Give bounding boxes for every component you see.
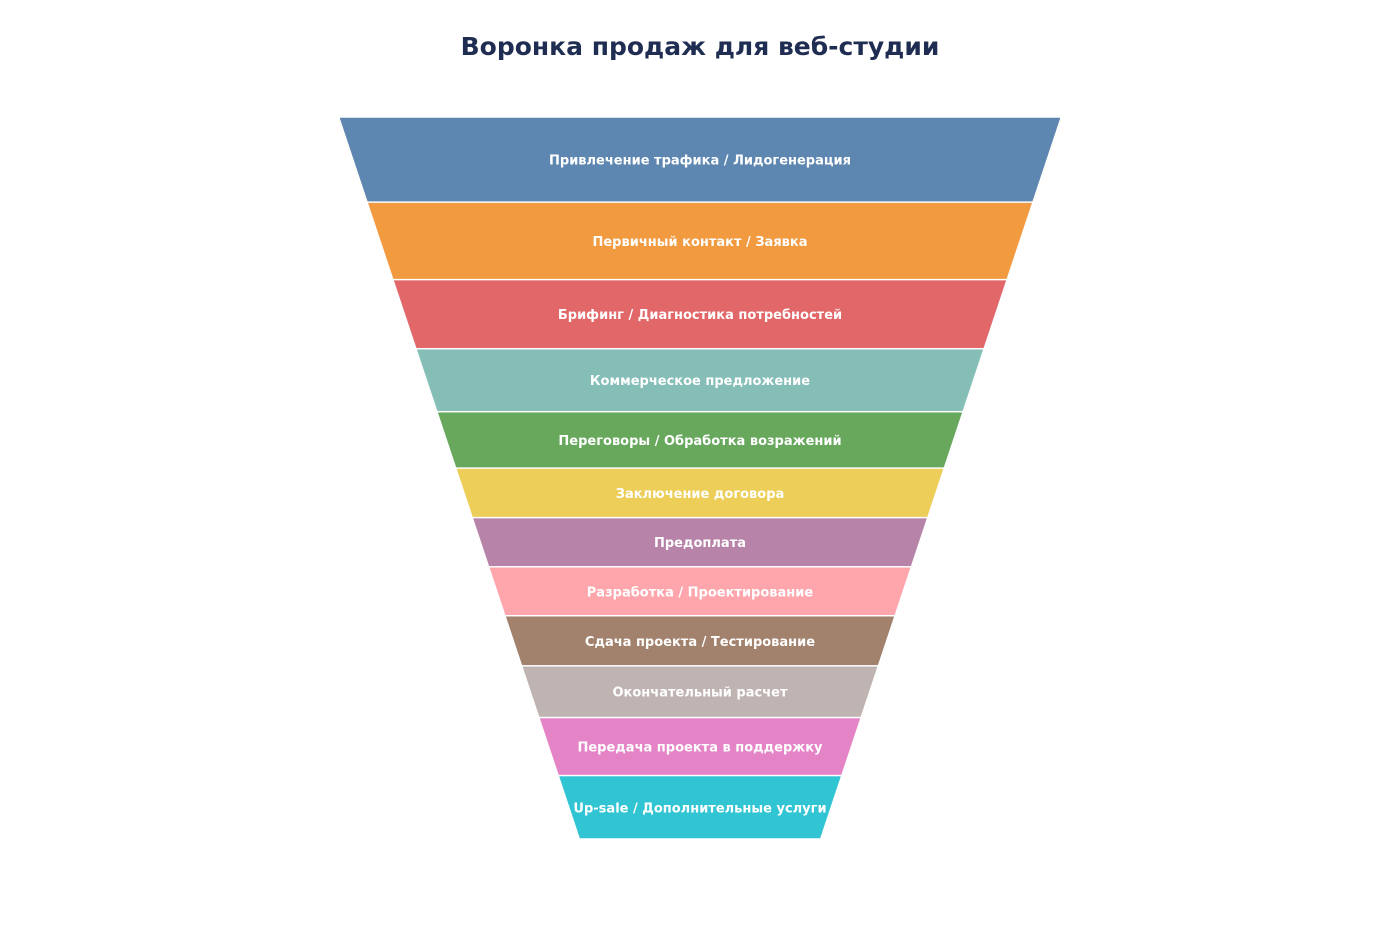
funnel-segment-label: Сдача проекта / Тестирование: [585, 635, 815, 650]
funnel-segment: [393, 280, 1007, 348]
funnel-segment: [489, 567, 911, 615]
funnel-segment-label: Брифинг / Диагностика потребностей: [558, 308, 842, 323]
funnel-segment-label: Коммерческое предложение: [590, 374, 810, 389]
funnel-segment: [539, 718, 861, 775]
funnel-segment: [368, 202, 1032, 279]
funnel-segment-label: Переговоры / Обработка возражений: [558, 434, 841, 449]
funnel-segment: [456, 468, 944, 517]
funnel-segment-label: Предоплата: [654, 536, 746, 551]
funnel-segment: [416, 349, 984, 411]
funnel-segment-label: Первичный контакт / Заявка: [592, 235, 807, 250]
funnel-segment: [559, 776, 841, 839]
funnel-segment: [505, 616, 895, 666]
funnel-segment-label: Up-sale / Дополнительные услуги: [573, 801, 826, 816]
funnel-segment-label: Заключение договора: [616, 487, 785, 502]
funnel-segment: [437, 412, 963, 468]
funnel-segment-label: Передача проекта в поддержку: [577, 741, 823, 756]
funnel-segment-label: Привлечение трафика / Лидогенерация: [549, 154, 851, 169]
chart-title: Воронка продаж для веб-студии: [460, 32, 940, 61]
funnel-segment-label: Разработка / Проектирование: [587, 585, 814, 600]
funnel-segment: [522, 666, 878, 717]
funnel-segment-label: Окончательный расчет: [612, 686, 787, 701]
funnel-segment: [339, 117, 1061, 202]
funnel-segment: [473, 518, 927, 567]
